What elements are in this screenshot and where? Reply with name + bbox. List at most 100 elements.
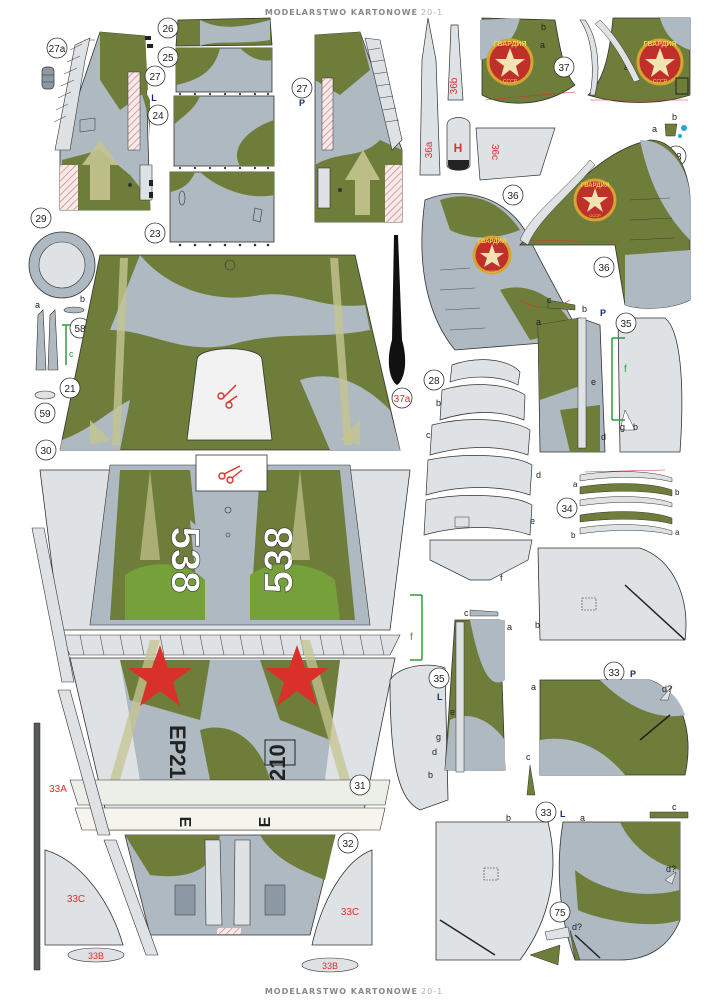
label-34-b2: b (571, 531, 576, 540)
label-35-e: e (591, 377, 596, 387)
label-35-side-p: P (600, 308, 606, 318)
footer-title: MODELARSTWO KARTONOWE (264, 987, 419, 996)
label-26: 26 (162, 24, 174, 35)
label-33a: 33A (49, 784, 67, 795)
label-33-side-l: L (560, 809, 566, 819)
label-35l-d: d (432, 747, 437, 757)
part-58: a b c 58 (35, 294, 91, 371)
label-33p-a: a (531, 682, 536, 692)
label-58: 58 (74, 324, 86, 335)
label-75-dq: d? (572, 922, 582, 932)
badge-small-left: СССР (503, 79, 518, 85)
label-33b-left: 33B (88, 951, 104, 961)
part-59: 59 (34, 390, 56, 424)
label-58-a: a (35, 300, 40, 310)
label-35-g: g (620, 422, 625, 432)
label-28-f: f (500, 573, 503, 583)
label-33p-c: c (526, 752, 531, 762)
label-28-c: c (426, 430, 431, 440)
label-32: 32 (342, 839, 354, 850)
label-28-e: e (530, 516, 535, 526)
footer-issue: 20-1 (421, 987, 444, 996)
label-36-right: 36 (598, 263, 610, 274)
label-33b-right: 33B (322, 961, 338, 971)
strip-left: 33A (31, 527, 159, 971)
label-35-a: a (536, 317, 541, 327)
label-33l-a: a (580, 813, 585, 823)
badge-small-right: СССР (653, 79, 668, 85)
part-32-tail: 32 (124, 832, 359, 936)
label-24: 24 (152, 111, 164, 122)
label-37a: 37a (394, 394, 411, 405)
label-35-b2: b (633, 422, 638, 432)
part-33c-33b: 33C 33C 33B 33B (44, 849, 373, 973)
label-33p-dq: d? (662, 684, 672, 694)
label-33c-left: 33C (67, 894, 85, 905)
part-28-ribs: 28 b c d e f (423, 359, 541, 583)
label-33l-dq: d? (666, 864, 676, 874)
label-35l-f: f (410, 632, 413, 643)
label-35-side-l: L (437, 692, 443, 702)
label-27a: 27a (49, 44, 66, 55)
header-issue: 20-1 (421, 8, 444, 17)
label-37-a1: a (540, 40, 545, 50)
part-35-right: f e c a b d g b P 35 (536, 295, 683, 453)
part-33-wing-right: b 33 P a c d? (526, 547, 689, 796)
part-29-spinner-disk: 29 (28, 207, 96, 299)
badge-text-left: ГВАРДИЯ (493, 41, 526, 48)
label-35l-a: a (507, 622, 512, 632)
label-33p-b: b (535, 620, 540, 630)
label-35l-g: g (436, 732, 441, 742)
label-25: 25 (162, 53, 174, 64)
label-38-a: a (652, 124, 657, 134)
label-37-b: b (541, 22, 546, 32)
label-h: H (454, 141, 463, 155)
guards-badge-right: ГВАРДИЯ СССР (636, 38, 684, 86)
label-36b: 36b (449, 77, 460, 94)
part-27a: 27a (41, 37, 68, 90)
badge-small-36-right: СССР (589, 213, 601, 218)
label-33-bot: 33 (540, 808, 552, 819)
fuselage-number-left: 538 (163, 527, 207, 594)
label-58-b: b (80, 294, 85, 304)
strip-37-left-teeth (519, 19, 641, 246)
label-side-l: L (151, 93, 157, 103)
part-27-left-cowling: 27 L (53, 31, 166, 211)
badge-text-36-right: ГВАРДИЯ (581, 183, 609, 189)
label-28-b: b (436, 398, 441, 408)
part-37a: 37a (388, 235, 413, 409)
badge-text-36-left: ГВАРДИЯ (478, 239, 506, 245)
label-35l-e: e (450, 707, 455, 717)
label-35l-b: b (428, 770, 433, 780)
part-34-strips: 34 a b a b (556, 469, 680, 540)
label-36a: 36a (424, 141, 435, 158)
label-35-d: d (601, 432, 606, 442)
label-29: 29 (35, 214, 47, 225)
part-31-lower-fuselage: EP210 P210 E E 31 (59, 634, 401, 831)
part-36-rudder-right: ГВАРДИЯ СССР 36 (519, 139, 691, 309)
label-36-left: 36 (507, 191, 519, 202)
label-35-bot: 35 (433, 674, 445, 685)
label-35l-c: c (464, 608, 469, 618)
part-36a-36b-36c: 36a 36b H 36c (419, 17, 556, 181)
label-28-d: d (536, 470, 541, 480)
label-33-side-p: P (630, 669, 636, 679)
label-35-c: c (547, 295, 552, 305)
serial-fragment-right: E (257, 816, 274, 827)
part-35-left: f 35 L c a e g d b (389, 594, 512, 811)
part-27-right-cowling: 27 P (291, 31, 403, 223)
label-35-f: f (624, 364, 627, 375)
label-33l-b: b (506, 813, 511, 823)
badge-text-right: ГВАРДИЯ (643, 41, 676, 48)
label-side-p: P (299, 98, 305, 108)
part-26-25-24-23: 26 25 24 23 (144, 17, 275, 247)
label-58-c: c (69, 349, 74, 359)
header-title: MODELARSTWO KARTONOWE (264, 8, 419, 17)
label-33-top: 33 (608, 668, 620, 679)
label-75: 75 (554, 908, 566, 919)
serial-fragment-left: E (176, 817, 193, 828)
label-34-a2: a (675, 528, 680, 537)
